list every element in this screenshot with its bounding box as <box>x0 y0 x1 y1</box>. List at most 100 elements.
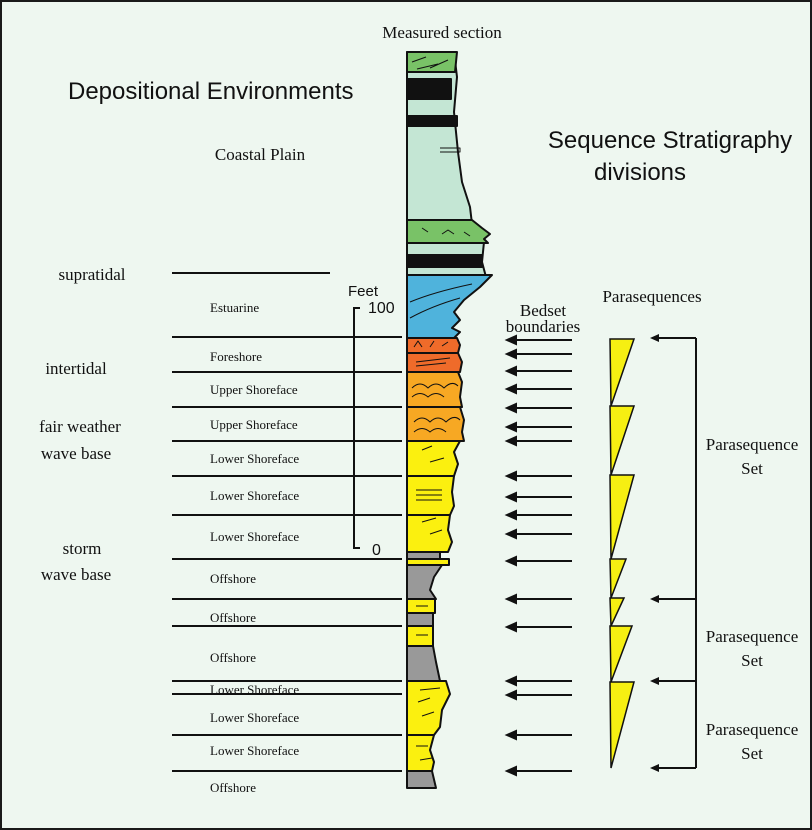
facies-label: Offshore <box>210 780 256 795</box>
offshore-mudstone <box>406 564 443 600</box>
bedset-arrow <box>504 383 572 395</box>
bedset-arrow <box>504 334 572 346</box>
fair-weather-wave-base-label: wave base <box>41 444 111 463</box>
parasequence-set-label: Set <box>741 744 763 763</box>
supratidal-label: supratidal <box>58 265 125 284</box>
green-bed-top <box>406 51 458 73</box>
bedset-boundaries-label: boundaries <box>506 317 581 336</box>
cross-bed-mark <box>409 283 473 319</box>
bedset-boundary-arrows <box>504 334 572 777</box>
bedset-arrow <box>504 509 572 521</box>
upper-shoreface-bed <box>406 371 463 408</box>
parasequences-label: Parasequences <box>602 287 701 306</box>
bedset-label: Bedset <box>520 301 567 320</box>
cross-bed-mark <box>411 56 449 70</box>
thin-bed-mark <box>440 147 461 153</box>
bedset-arrow <box>504 621 572 633</box>
facies-label: Lower Shoreface <box>210 529 299 544</box>
bedset-arrow <box>504 689 572 701</box>
sequence-stratigraphy-subtitle: divisions <box>594 159 686 186</box>
arrowhead <box>650 764 659 772</box>
bedset-arrow <box>504 555 572 567</box>
bedset-arrow <box>504 491 572 503</box>
parasequence-triangle <box>609 625 634 683</box>
parasequence-set-label: Parasequence <box>706 435 799 454</box>
bedding-mark <box>416 445 445 535</box>
green-bed-middle <box>406 219 491 244</box>
facies-label: Lower Shoreface <box>210 451 299 466</box>
parasequence-triangles <box>609 338 636 769</box>
bedset-arrow <box>504 365 572 377</box>
bioturbation-mark <box>421 227 471 237</box>
scale-top-value: 100 <box>368 300 395 317</box>
parasequence-triangle <box>609 405 636 476</box>
parasequence-triangle <box>609 474 635 560</box>
facies-label: Lower Shoreface <box>210 488 299 503</box>
measured-section-title: Measured section <box>382 23 502 42</box>
bedset-arrow <box>504 470 572 482</box>
bedset-arrow <box>504 593 572 605</box>
parasequence-set-label: Set <box>741 459 763 478</box>
storm-label: storm <box>63 539 102 558</box>
facies-label: Lower Shoreface <box>210 682 299 697</box>
arrowhead <box>650 595 659 603</box>
parasequence-set-label: Set <box>741 651 763 670</box>
foreshore-bed <box>406 337 461 354</box>
fair-weather-label: fair weather <box>39 417 121 436</box>
parasequence-triangle <box>609 338 636 407</box>
estuarine-bed <box>406 274 493 339</box>
bedset-arrow <box>504 421 572 433</box>
parasequence-triangle <box>609 681 635 769</box>
bedset-arrow <box>504 435 572 447</box>
lower-shoreface-bed <box>406 625 434 647</box>
swaley-cross-strat-mark <box>411 382 461 433</box>
feet-scale-bar: Feet 100 0 <box>348 283 395 559</box>
facies-label: Upper Shoreface <box>210 417 298 432</box>
intertidal-label: intertidal <box>45 359 107 378</box>
parasequence-set-label: Parasequence <box>706 720 799 739</box>
facies-label: Lower Shoreface <box>210 710 299 725</box>
facies-label: Estuarine <box>210 300 259 315</box>
bedset-arrow <box>504 765 572 777</box>
offshore-mudstone <box>406 551 441 560</box>
facies-label: Lower Shoreface <box>210 743 299 758</box>
scale-unit-label: Feet <box>348 283 379 300</box>
bedset-arrow <box>504 729 572 741</box>
offshore-mudstone <box>406 645 441 682</box>
parasequence-triangle <box>609 597 626 627</box>
coastal-plain-label: Coastal Plain <box>215 145 306 164</box>
measured-section-column <box>406 51 493 789</box>
offshore-mudstone <box>406 612 434 627</box>
upper-shoreface-bed <box>406 406 465 442</box>
facies-label: Offshore <box>210 610 256 625</box>
parasequence-triangle <box>609 558 628 599</box>
bedset-arrow <box>504 675 572 687</box>
parasequence-set-label: Parasequence <box>706 627 799 646</box>
scale-bottom-value: 0 <box>372 542 381 559</box>
bedset-arrow <box>504 402 572 414</box>
lower-shoreface-bed <box>406 440 461 477</box>
bedding-mark <box>416 605 441 761</box>
sequence-stratigraphy-title: Sequence Stratigraphy <box>548 127 792 154</box>
parasequence-set-brackets <box>656 337 697 769</box>
offshore-mudstone <box>406 770 437 789</box>
scale-bracket <box>353 307 360 549</box>
bedset-arrow <box>504 348 572 360</box>
depositional-environments-title: Depositional Environments <box>68 78 353 105</box>
arrowhead <box>650 677 659 685</box>
lamination-mark <box>413 340 451 367</box>
storm-wave-base-label: wave base <box>41 565 111 584</box>
bedset-arrow <box>504 528 572 540</box>
facies-label: Offshore <box>210 571 256 586</box>
lower-shoreface-bed <box>406 514 453 553</box>
coal-bed <box>406 115 458 127</box>
lower-shoreface-bed <box>406 734 435 772</box>
set-bracket-arrowheads <box>650 334 659 772</box>
foreshore-bed <box>406 352 463 373</box>
coal-bed <box>406 78 452 100</box>
facies-label: Offshore <box>210 650 256 665</box>
facies-label: Upper Shoreface <box>210 382 298 397</box>
coal-bed <box>406 254 483 268</box>
